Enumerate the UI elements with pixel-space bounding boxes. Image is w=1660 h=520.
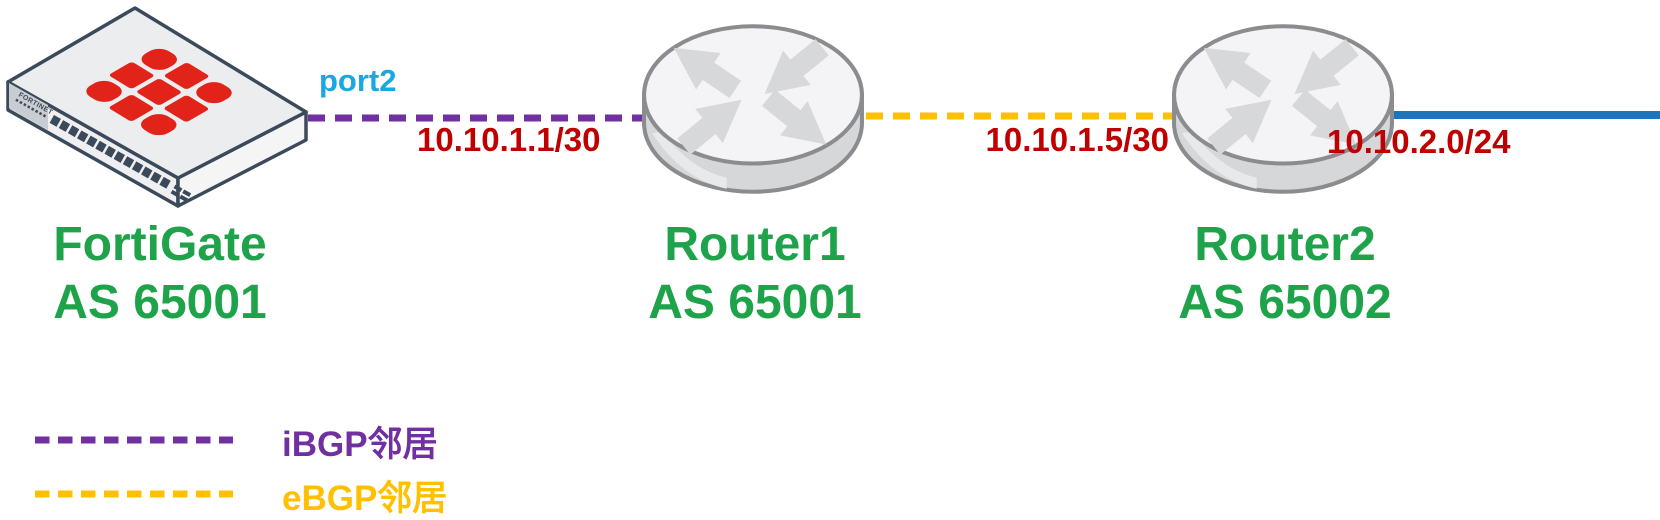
brand-dots — [15, 98, 47, 118]
link-router1-router2-ebgp — [866, 112, 1172, 120]
subnet-label-ibgp-link: 10.10.1.1/30 — [417, 121, 601, 158]
router2-label: Router2 AS 65002 — [1115, 216, 1455, 332]
fortigate-name: FortiGate — [53, 218, 267, 271]
legend-ibgp-line-sample — [35, 436, 233, 444]
router1-name: Router1 — [664, 218, 846, 271]
router1-label: Router1 AS 65001 — [595, 216, 915, 332]
fortigate-as-number: AS 65001 — [53, 276, 267, 329]
legend-ebgp-line-sample — [35, 490, 233, 498]
router2-icon — [1172, 24, 1394, 194]
subnet-label-ebgp-link: 10.10.1.5/30 — [985, 121, 1170, 158]
fortinet-logo — [86, 48, 232, 136]
legend-ebgp-label: eBGP邻居 — [282, 479, 448, 518]
port2-interface-label: port2 — [319, 63, 397, 98]
link-router2-lan — [1394, 111, 1660, 119]
router-arrows — [1203, 39, 1359, 155]
subnet-label-lan: 10.10.2.0/24 — [1327, 123, 1511, 160]
router2-as-number: AS 65002 — [1178, 276, 1392, 329]
fortigate-label: FortiGate AS 65001 — [10, 216, 310, 332]
legend-ibgp-label: iBGP邻居 — [282, 425, 438, 464]
router1-icon — [642, 24, 864, 194]
router2-name: Router2 — [1194, 218, 1376, 271]
fortigate-device-icon: FORTINET — [6, 6, 308, 208]
router-arrows — [673, 39, 829, 155]
port-blocks — [49, 115, 192, 203]
link-fortigate-router1-ibgp — [308, 114, 642, 122]
router1-as-number: AS 65001 — [648, 276, 862, 329]
